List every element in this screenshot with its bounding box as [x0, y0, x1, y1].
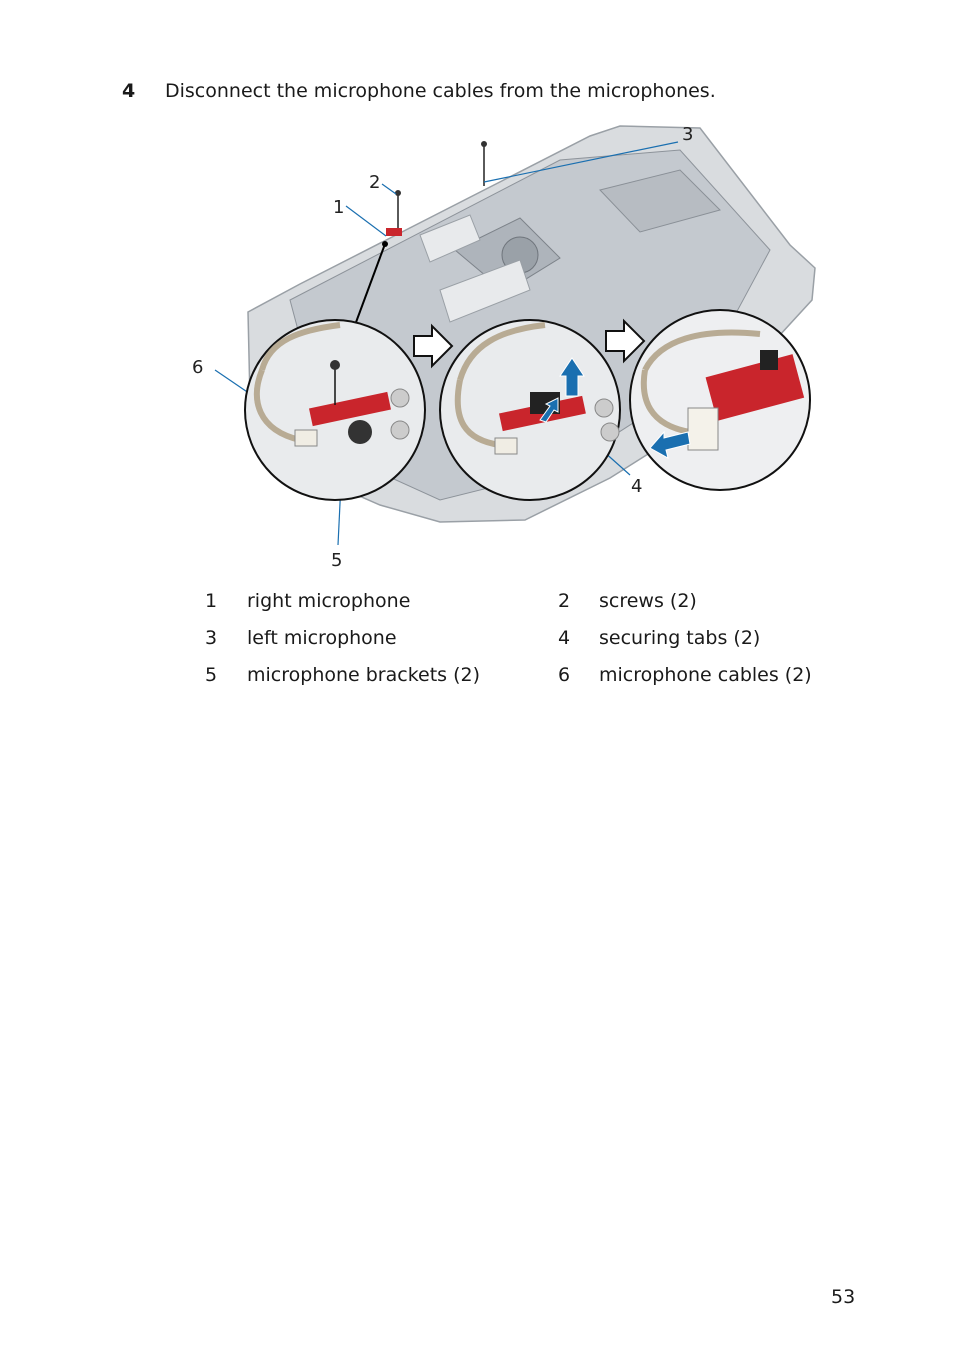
legend-label: microphone brackets (2)	[247, 664, 481, 686]
page-number: 53	[831, 1286, 856, 1308]
sequence-arrow-1-icon	[413, 323, 454, 369]
legend-number: 1	[205, 590, 218, 612]
legend-number: 3	[205, 627, 218, 649]
zoom-detail-3	[629, 309, 811, 491]
zoom-pointer	[354, 243, 386, 326]
screw-top-left-icon	[481, 141, 487, 186]
microphone-illustration: 1 2 3 4 5 6	[192, 124, 816, 571]
callout-5: 5	[331, 550, 342, 571]
callout-4: 4	[631, 476, 642, 497]
callout-numbers: 1 2 3 4 5 6	[192, 124, 693, 571]
sequence-arrow-2-icon	[605, 318, 646, 364]
step-text: Disconnect the microphone cables from th…	[165, 80, 716, 102]
legend-label: left microphone	[247, 627, 397, 649]
callout-6: 6	[192, 357, 203, 378]
callout-2: 2	[369, 172, 380, 193]
legend-label: microphone cables (2)	[599, 664, 812, 686]
callout-1: 1	[333, 197, 344, 218]
legend-number: 4	[558, 627, 571, 649]
callout-3: 3	[682, 124, 693, 145]
right-microphone-module	[386, 228, 402, 236]
step-number: 4	[122, 80, 136, 102]
legend-label: screws (2)	[599, 590, 697, 612]
legend-label: right microphone	[247, 590, 411, 612]
legend-number: 2	[558, 590, 571, 612]
legend-number: 6	[558, 664, 571, 686]
legend-label: securing tabs (2)	[599, 627, 761, 649]
legend-number: 5	[205, 664, 218, 686]
zoom-detail-2	[439, 319, 621, 501]
zoom-detail-1	[244, 319, 426, 501]
